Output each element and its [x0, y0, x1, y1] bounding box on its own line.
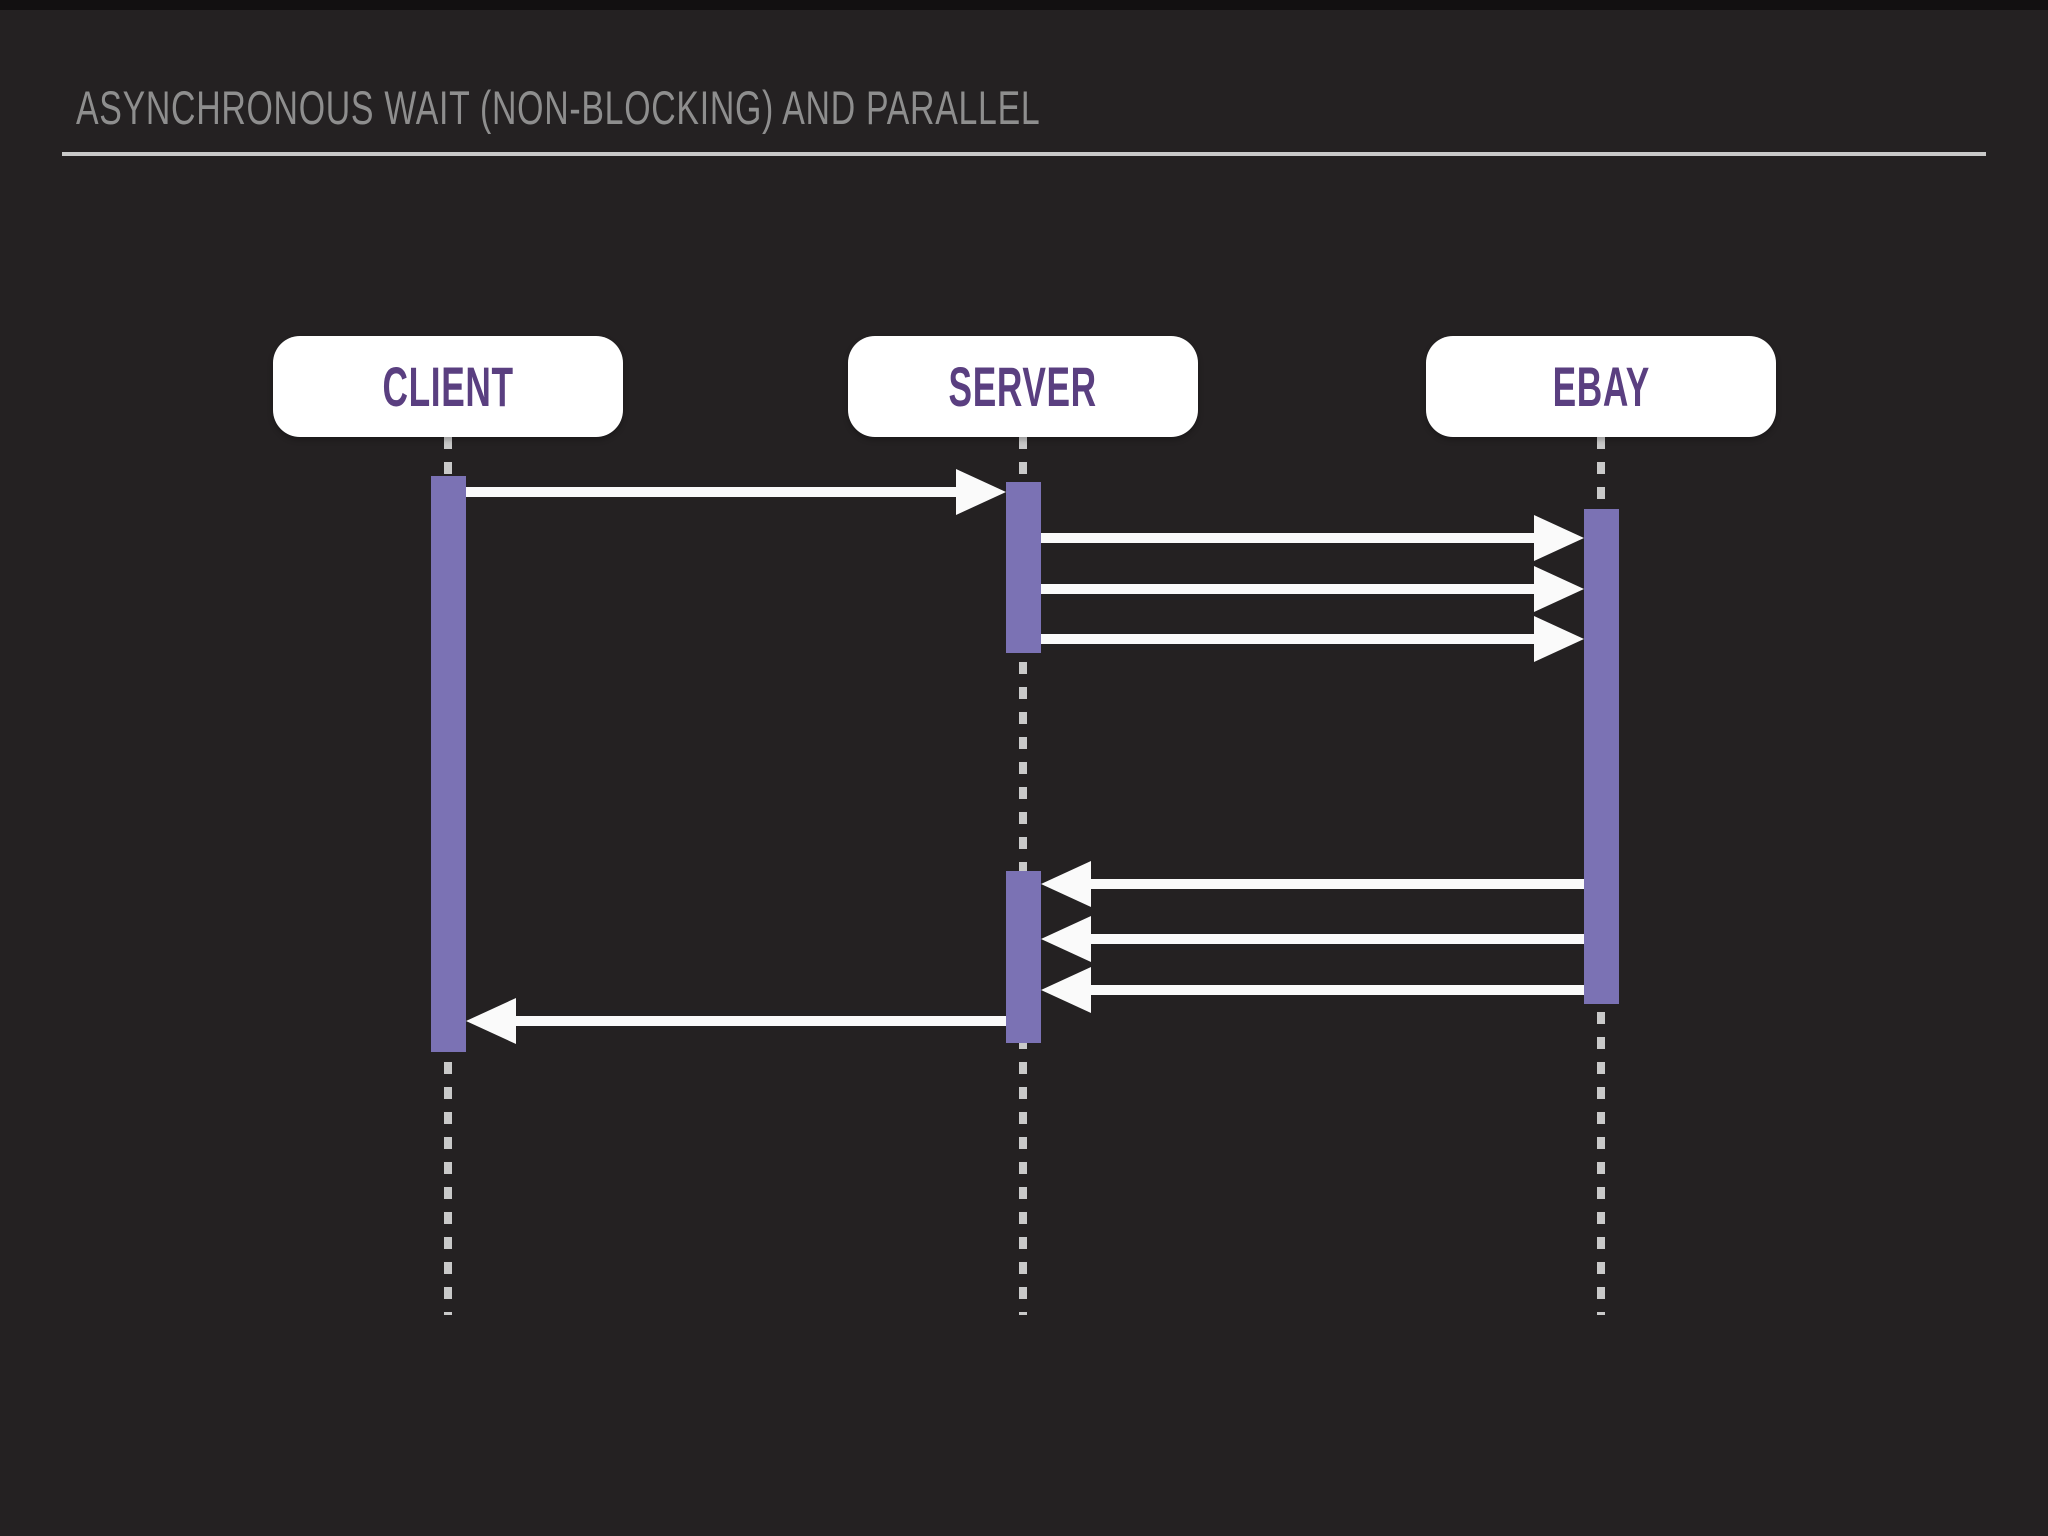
- arrowhead-icon: [1040, 861, 1091, 907]
- actor-label-ebay: EBAY: [1552, 354, 1650, 418]
- actor-box-server: SERVER: [848, 336, 1198, 437]
- activation-bar-server-1: [1005, 482, 1041, 653]
- message-arrow-7-ebay-to-server: [1040, 967, 1584, 1013]
- actor-box-client: CLIENT: [273, 336, 623, 437]
- activation-bar-client-1: [430, 476, 466, 1052]
- actor-label-client: CLIENT: [382, 354, 514, 418]
- arrowhead-icon: [955, 469, 1006, 515]
- arrowhead-icon: [1533, 515, 1584, 561]
- arrowhead-icon: [1533, 566, 1584, 612]
- activation-bar-server-2: [1005, 871, 1041, 1043]
- message-arrow-5-ebay-to-server: [1040, 861, 1584, 907]
- actor-label-server: SERVER: [948, 354, 1098, 418]
- arrowhead-icon: [1040, 916, 1091, 962]
- arrowhead-icon: [1040, 967, 1091, 1013]
- message-arrow-2-server-to-ebay: [1040, 515, 1584, 561]
- activation-bar-ebay-1: [1583, 509, 1619, 1004]
- message-arrow-8-server-to-client: [465, 998, 1006, 1044]
- title-divider: [62, 152, 1986, 156]
- slide-title: ASYNCHRONOUS WAIT (NON-BLOCKING) AND PAR…: [76, 81, 1041, 134]
- actor-box-ebay: EBAY: [1426, 336, 1776, 437]
- message-arrow-6-ebay-to-server: [1040, 916, 1584, 962]
- arrowhead-icon: [1533, 616, 1584, 662]
- message-arrow-4-server-to-ebay: [1040, 616, 1584, 662]
- message-arrow-3-server-to-ebay: [1040, 566, 1584, 612]
- top-edge-strip: [0, 0, 2048, 10]
- arrowhead-icon: [465, 998, 516, 1044]
- message-arrow-1-client-to-server: [465, 469, 1006, 515]
